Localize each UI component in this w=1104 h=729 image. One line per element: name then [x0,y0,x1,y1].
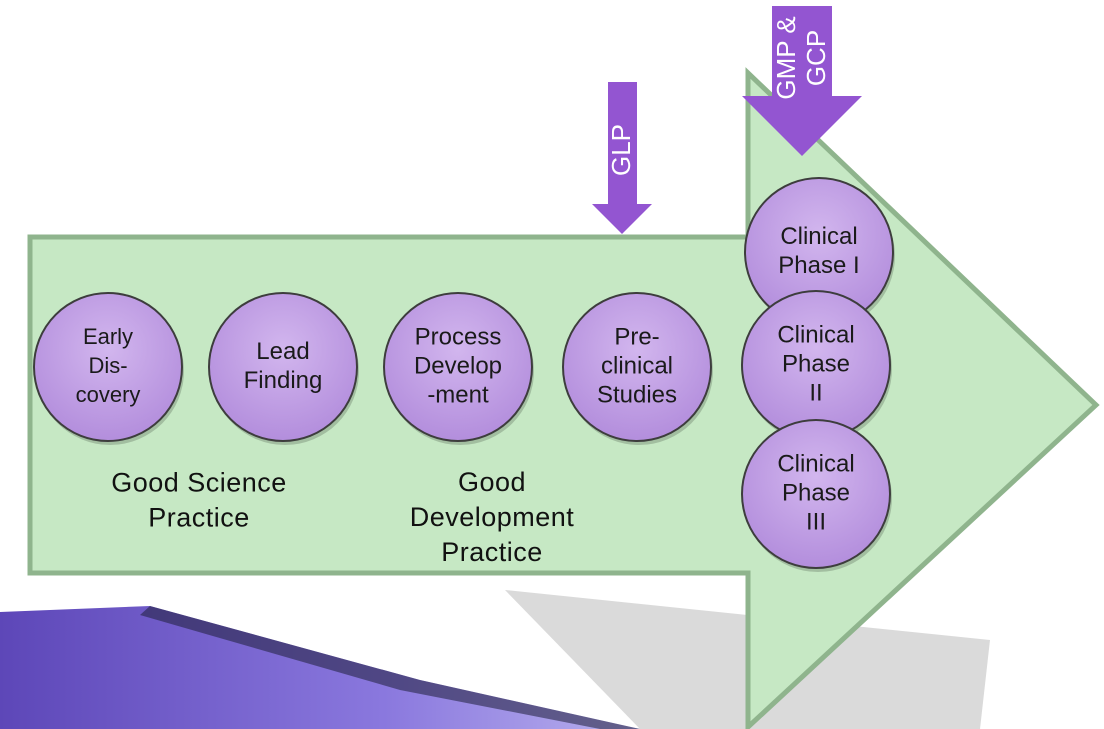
stage-circle [741,419,891,569]
down-arrow-icon [742,6,862,156]
stage-circle [562,292,712,442]
down-arrow-icon [592,82,652,234]
stage-circle [383,292,533,442]
marker-glp: GLP [592,82,652,234]
corner-band-edge [140,606,640,729]
stage-circle [33,292,183,442]
stage-circle [208,292,358,442]
stage-circle [741,290,891,440]
